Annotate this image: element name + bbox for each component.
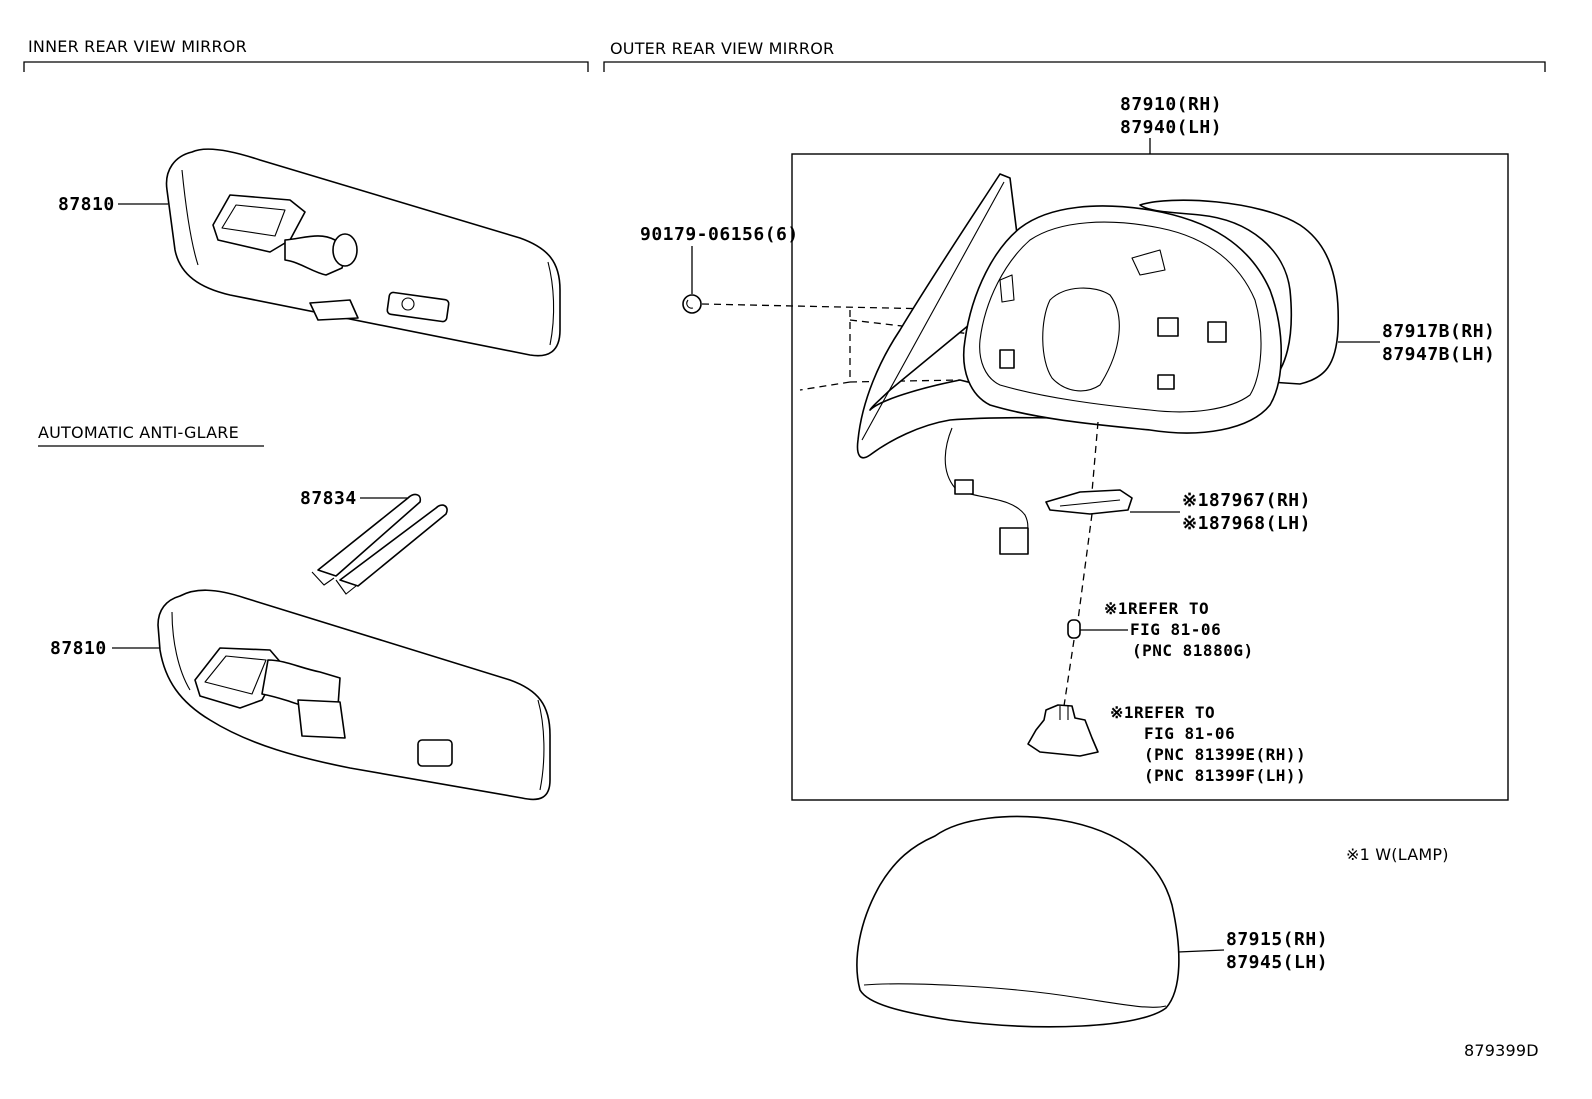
screw-drawing [682, 294, 702, 314]
part-label-87910: 87910(RH) [1120, 94, 1222, 115]
part-label-87810-top: 87810 [58, 194, 115, 215]
part-label-90179: 90179-06156(6) [640, 224, 799, 245]
section-title-outer: OUTER REAR VIEW MIRROR [610, 39, 834, 58]
part-label-87947b: 87947B(LH) [1382, 344, 1495, 365]
socket-ref-line-4: (PNC 81399F(LH)) [1144, 766, 1306, 785]
socket-drawing [1027, 704, 1099, 757]
mirror-cover-drawing [856, 815, 1180, 1028]
outer-mirror-body-drawing [856, 173, 1340, 555]
bulb-drawing [1067, 619, 1081, 639]
part-label-87915: 87915(RH) [1226, 929, 1328, 950]
part-label-87834: 87834 [300, 488, 357, 509]
legend-note: ※1 W(LAMP) [1346, 845, 1449, 864]
part-label-87945: 87945(LH) [1226, 952, 1328, 973]
holder-drawing [311, 493, 448, 595]
bulb-ref-line-1: ※1REFER TO [1104, 599, 1209, 618]
socket-ref-line-3: (PNC 81399E(RH)) [1144, 745, 1306, 764]
bulb-ref-line-2: FIG 81-06 [1130, 620, 1221, 639]
inner-mirror-drawing [165, 148, 561, 357]
section-bracket-inner [23, 61, 589, 72]
anti-glare-mirror-drawing [157, 589, 551, 801]
leader-87915 [1177, 949, 1225, 953]
section-bracket-outer [603, 61, 1546, 72]
part-label-87917b: 87917B(RH) [1382, 321, 1495, 342]
socket-ref-line-2: FIG 81-06 [1144, 724, 1235, 743]
part-label-87940: 87940(LH) [1120, 117, 1222, 138]
figure-id: 879399D [1464, 1041, 1539, 1060]
part-label-87968: ※187968(LH) [1182, 513, 1311, 534]
socket-ref-line-1: ※1REFER TO [1110, 703, 1215, 722]
section-title-anti-glare: AUTOMATIC ANTI-GLARE [38, 423, 239, 442]
part-label-87967: ※187967(RH) [1182, 490, 1311, 511]
section-title-inner: INNER REAR VIEW MIRROR [28, 37, 247, 56]
bulb-ref-line-3: (PNC 81880G) [1132, 641, 1254, 660]
part-label-87810-bottom: 87810 [50, 638, 107, 659]
turn-lamp-drawing [1045, 489, 1133, 515]
